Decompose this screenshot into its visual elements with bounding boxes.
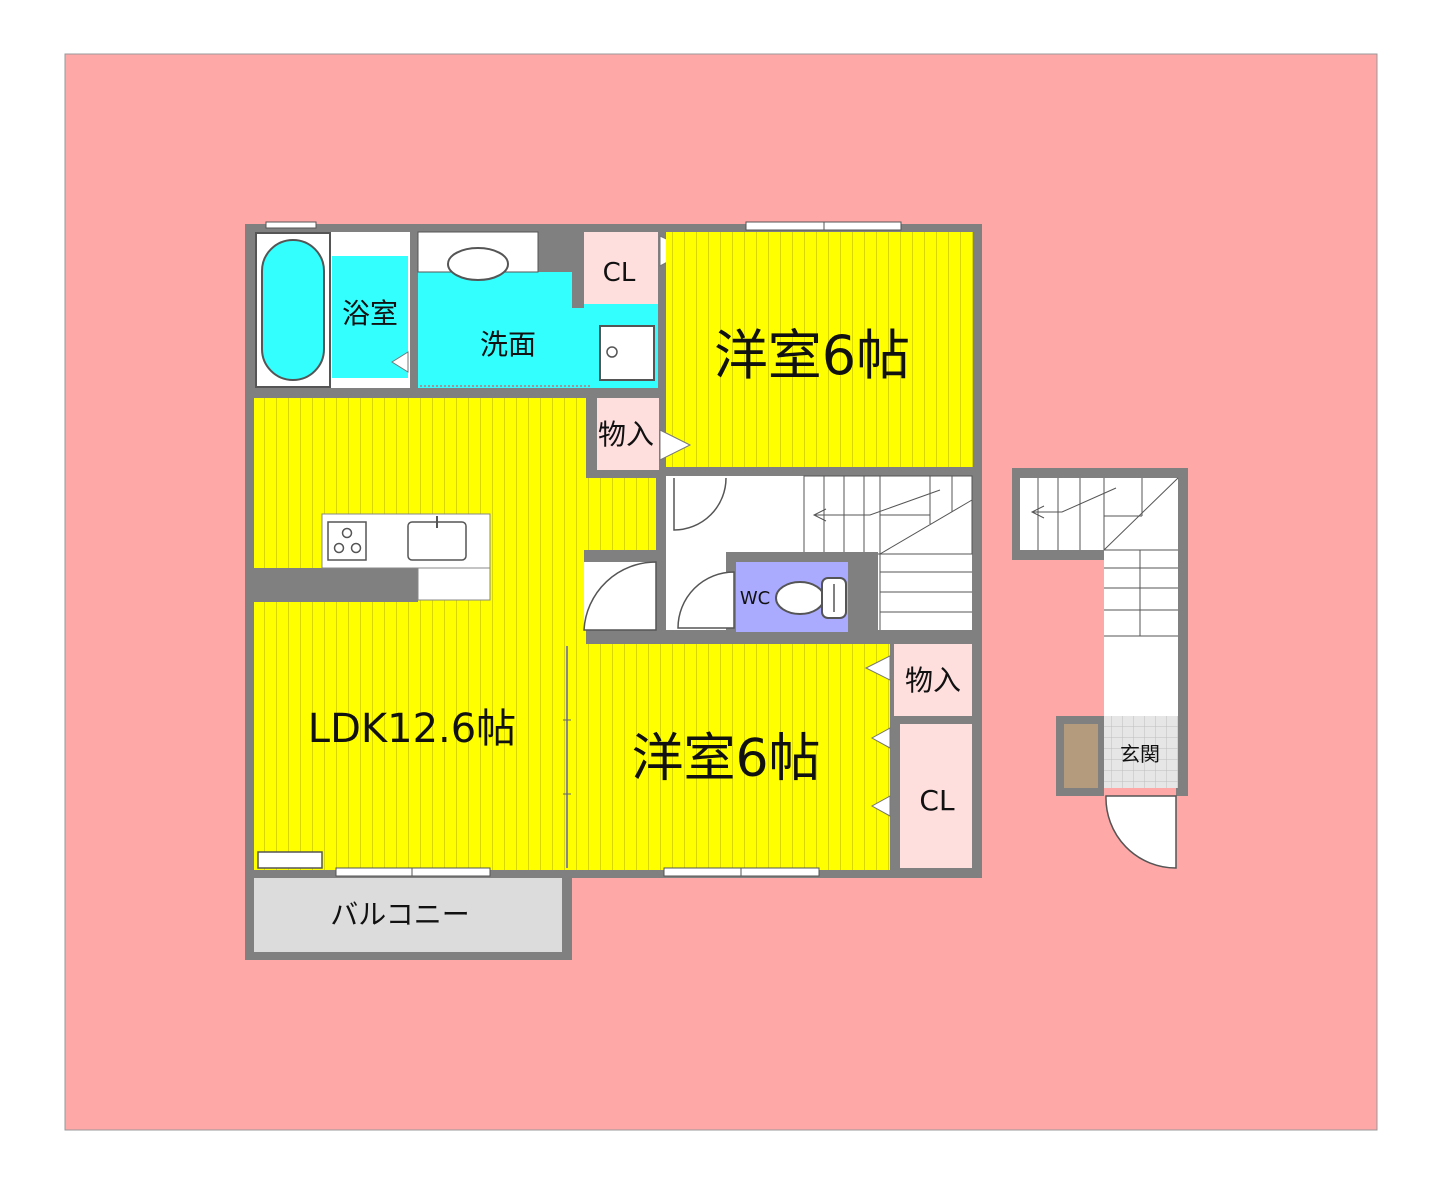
label-bath: 浴室 xyxy=(342,297,398,330)
label-entrance: 玄関 xyxy=(1120,742,1160,766)
kitchen-lower xyxy=(417,567,491,601)
storage-right-door xyxy=(864,655,891,681)
entrance-stairs-top xyxy=(1020,478,1178,550)
label-western-top: 洋室6帖 xyxy=(714,324,910,387)
storage-mid-door xyxy=(659,429,692,461)
hall-wall-divider xyxy=(656,476,666,630)
bath-floor xyxy=(332,256,408,378)
entrance-stairs-lines xyxy=(1030,477,1179,637)
wash-upper-wall xyxy=(538,232,584,272)
label-western-bottom: 洋室6帖 xyxy=(631,729,820,789)
label-balcony: バルコニー xyxy=(330,898,469,931)
label-closet-top: CL xyxy=(603,258,636,288)
label-ldk: LDK12.6帖 xyxy=(308,706,516,752)
storage-right xyxy=(894,644,972,716)
ldk-wall-segment xyxy=(322,568,418,602)
wash-step-wall xyxy=(572,272,584,308)
label-storage-right: 物入 xyxy=(905,664,961,697)
toilet-bowl xyxy=(775,581,825,615)
closet-right xyxy=(900,724,972,868)
entrance-shoe-box xyxy=(1064,724,1098,788)
label-storage-mid: 物入 xyxy=(598,418,654,451)
ldk-passage xyxy=(584,478,656,550)
stove-burner-icon xyxy=(333,542,345,554)
bathtub-basin xyxy=(261,239,325,381)
wc-door xyxy=(677,571,735,629)
wash-basin xyxy=(447,247,509,281)
stove-burner-icon xyxy=(341,527,353,539)
storage-mid xyxy=(597,398,659,470)
entrance-floor xyxy=(1104,716,1178,788)
wash-counter-bg xyxy=(570,308,658,320)
western-room-top xyxy=(666,232,973,467)
closet-right-door-1 xyxy=(870,727,891,749)
bath-door xyxy=(391,351,409,373)
entrance-stairs-side xyxy=(1104,550,1178,716)
stove xyxy=(327,521,367,561)
stove-burner-icon xyxy=(350,542,362,554)
ldk-door xyxy=(583,561,657,631)
label-closet-right: CL xyxy=(919,784,955,817)
label-wash: 洗面 xyxy=(480,328,536,361)
label-wc: WC xyxy=(740,588,770,609)
closet-top xyxy=(584,232,658,304)
ldk-window xyxy=(335,867,491,877)
washing-machine xyxy=(599,325,655,381)
bath-window xyxy=(265,221,317,229)
drain-icon xyxy=(606,346,618,358)
ldk-wall-mid xyxy=(584,550,656,562)
ldk-room xyxy=(254,398,586,870)
hall-door-top xyxy=(673,477,727,531)
ldk-aircon xyxy=(257,851,323,869)
stairs-main-lines xyxy=(803,475,973,630)
closet-right-door-2 xyxy=(870,795,891,817)
balcony xyxy=(254,878,562,952)
entrance-door xyxy=(1105,795,1177,869)
western-room-bottom xyxy=(572,644,890,870)
ldk-wall-left xyxy=(254,568,322,602)
